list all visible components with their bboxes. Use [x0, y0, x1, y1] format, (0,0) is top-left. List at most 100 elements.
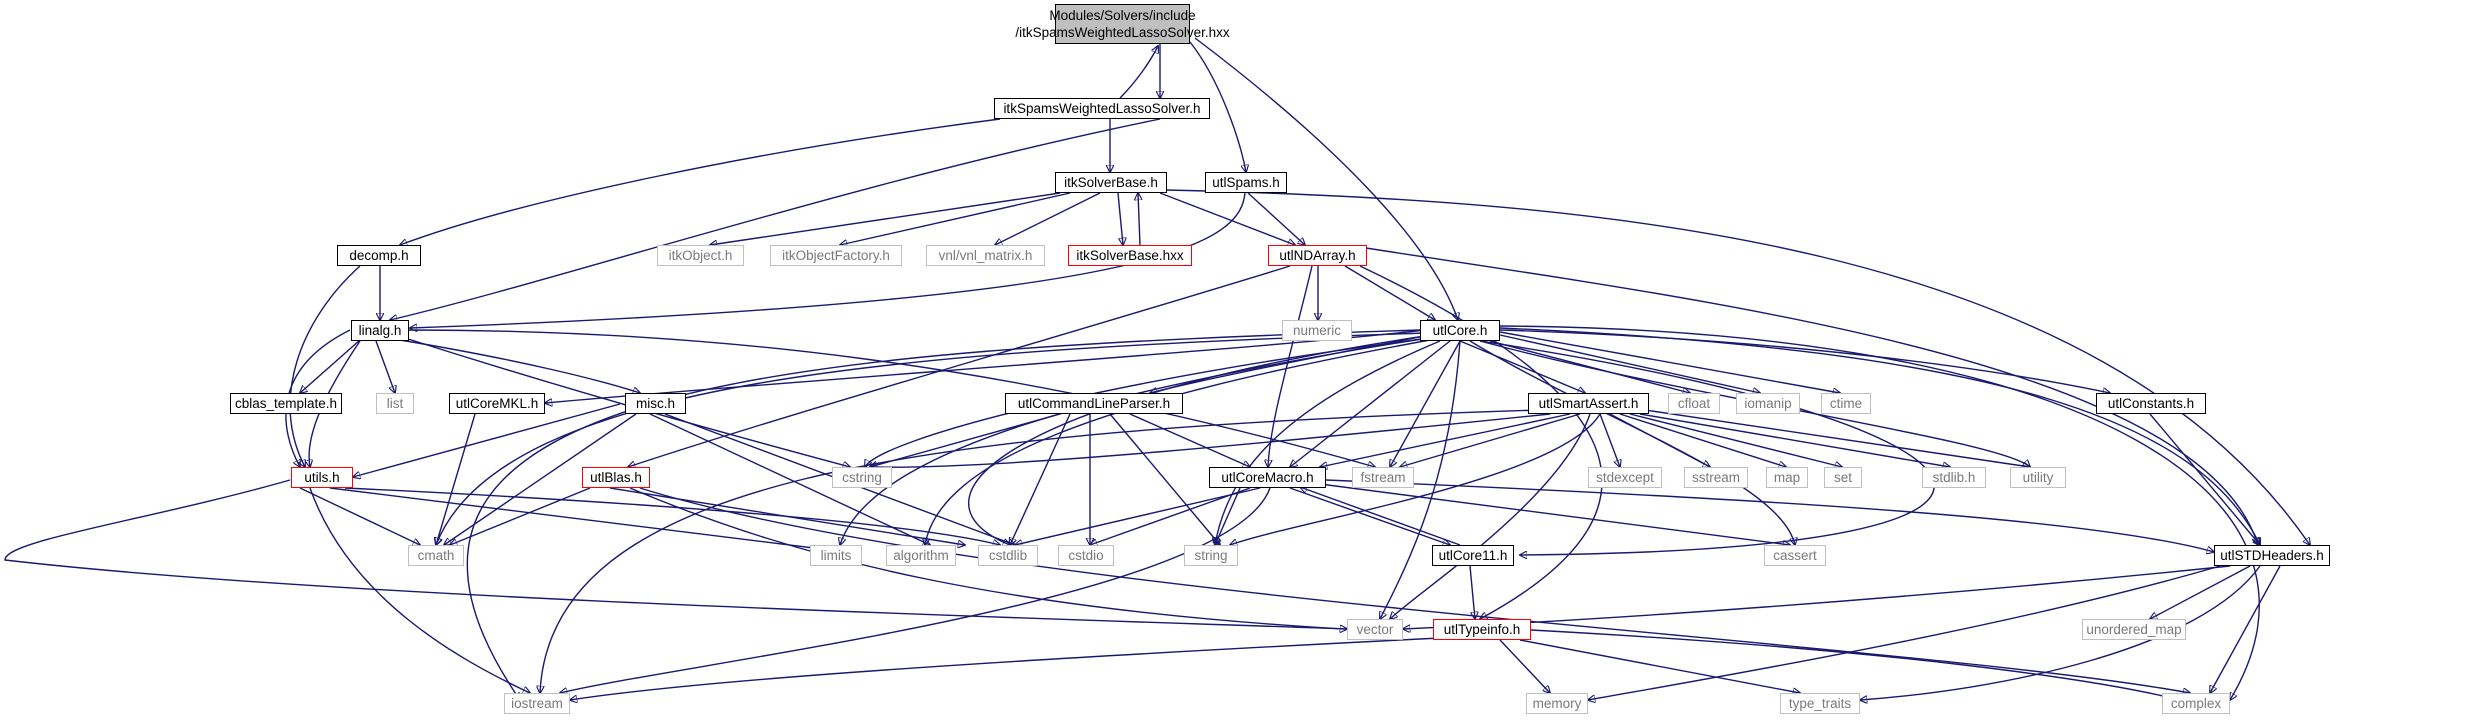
node-complex[interactable]: complex: [2162, 693, 2230, 714]
include-edge: [1489, 340, 1690, 393]
include-edge: [1860, 565, 2261, 700]
node-misc-h[interactable]: misc.h: [625, 393, 686, 414]
node-utlSmartAssert-h[interactable]: utlSmartAssert.h: [1528, 393, 1649, 414]
include-edge: [1215, 340, 1441, 545]
node-list[interactable]: list: [376, 393, 414, 414]
include-edge: [1215, 487, 1241, 545]
include-edge: [1588, 565, 2221, 700]
node-cstring[interactable]: cstring: [832, 467, 892, 488]
node-itkSolverBase-h[interactable]: itkSolverBase.h: [1055, 172, 1167, 193]
include-edge: [840, 337, 1429, 545]
node-memory[interactable]: memory: [1526, 693, 1588, 714]
include-edge: [300, 339, 361, 393]
node-ctime[interactable]: ctime: [1821, 393, 1871, 414]
include-edge: [329, 487, 830, 550]
node-set[interactable]: set: [1824, 467, 1862, 488]
node-utility[interactable]: utility: [2010, 467, 2066, 488]
include-edge: [1530, 629, 2180, 700]
include-edge: [1164, 189, 2310, 545]
include-edge: [1230, 413, 1601, 545]
node-utlCoreMKL-h[interactable]: utlCoreMKL.h: [449, 393, 545, 414]
include-edge: [560, 487, 1271, 693]
include-edge: [639, 487, 2190, 693]
include-edge: [1359, 265, 1603, 619]
node-linalg-h[interactable]: linalg.h: [351, 320, 409, 341]
node-utlCore-h[interactable]: utlCore.h: [1420, 320, 1500, 341]
include-edge: [2210, 565, 2281, 693]
node-cmath[interactable]: cmath: [408, 545, 464, 566]
node-cstdio[interactable]: cstdio: [1058, 545, 1114, 566]
node-algorithm[interactable]: algorithm: [886, 545, 956, 566]
node-utils-h[interactable]: utils.h: [291, 467, 353, 488]
node-cassert[interactable]: cassert: [1764, 545, 1826, 566]
include-edge: [1117, 192, 1123, 245]
include-edge: [1129, 413, 1250, 467]
root-node-itkSpamsWeightedLassoSolver-hxx[interactable]: Modules/Solvers/include /itkSpamsWeighte…: [1015, 4, 1230, 44]
include-edge: [400, 118, 1001, 245]
node-decomp-h[interactable]: decomp.h: [337, 245, 421, 266]
node-unordered-map[interactable]: unordered_map: [2082, 619, 2186, 640]
node-cstdlib[interactable]: cstdlib: [978, 545, 1038, 566]
include-edge: [1499, 331, 1840, 393]
include-edge: [710, 192, 1061, 245]
node-itkObjectFactory-h[interactable]: itkObjectFactory.h: [770, 245, 902, 266]
node-cfloat[interactable]: cfloat: [1668, 393, 1720, 414]
include-edge: [410, 192, 1246, 328]
include-edge: [995, 192, 1101, 245]
include-edge: [925, 339, 1431, 545]
include-edge: [309, 340, 361, 467]
include-edge: [1015, 487, 1261, 545]
node-itkSpamsWeightedLassoSolver-h[interactable]: itkSpamsWeightedLassoSolver.h: [994, 98, 1210, 119]
node-utlSpams-h[interactable]: utlSpams.h: [1205, 172, 1287, 193]
node-stdexcept[interactable]: stdexcept: [1588, 467, 1662, 488]
include-edge: [1247, 192, 1305, 245]
node-iomanip[interactable]: iomanip: [1736, 393, 1800, 414]
node-utlCommandLineParser-h[interactable]: utlCommandLineParser.h: [1005, 393, 1183, 414]
node-utlCore11-h[interactable]: utlCore11.h: [1432, 545, 1514, 566]
node-map[interactable]: map: [1766, 467, 1808, 488]
node-itkObject-h[interactable]: itkObject.h: [657, 245, 744, 266]
node-utlBlas-h[interactable]: utlBlas.h: [582, 467, 650, 488]
include-edge: [1365, 247, 2258, 545]
node-utlSTDHeaders-h[interactable]: utlSTDHeaders.h: [2214, 545, 2330, 566]
include-edge: [1010, 413, 1071, 545]
include-edge: [344, 487, 1000, 545]
include-edge: [1380, 340, 1461, 619]
include-edge: [628, 265, 1291, 467]
node-cblas-template-h[interactable]: cblas_template.h: [230, 393, 342, 414]
node-utlCoreMacro-h[interactable]: utlCoreMacro.h: [1209, 467, 1326, 488]
node-stdlib-h[interactable]: stdlib.h: [1922, 467, 1986, 488]
include-edge: [309, 487, 530, 693]
include-edge: [1344, 265, 1435, 320]
include-edge: [408, 329, 1375, 467]
include-edge: [450, 487, 591, 545]
include-edge: [540, 409, 1541, 693]
node-numeric[interactable]: numeric: [1282, 320, 1352, 341]
include-edge: [1290, 340, 1451, 467]
node-utlTypeinfo-h[interactable]: utlTypeinfo.h: [1433, 619, 1531, 640]
include-edge: [870, 413, 1061, 467]
node-iostream[interactable]: iostream: [504, 693, 570, 714]
include-edge: [1609, 413, 1710, 467]
include-edge: [436, 332, 1426, 545]
node-fstream[interactable]: fstream: [1352, 467, 1414, 488]
include-edge: [390, 118, 1161, 320]
include-edge: [1469, 565, 1475, 619]
node-string[interactable]: string: [1184, 545, 1238, 566]
include-edge: [1390, 413, 1591, 619]
root-node-line2: /itkSpamsWeightedLassoSolver.hxx: [1015, 25, 1230, 40]
include-edge: [1390, 340, 1461, 467]
node-utlConstants-h[interactable]: utlConstants.h: [2096, 393, 2206, 414]
include-edge: [1109, 413, 1220, 545]
node-limits[interactable]: limits: [810, 545, 862, 566]
node-utlNDArray-h[interactable]: utlNDArray.h: [1268, 245, 1367, 266]
include-edge: [1499, 334, 1760, 393]
node-itkSolverBase-hxx[interactable]: itkSolverBase.hxx: [1068, 245, 1192, 266]
include-edge: [1300, 487, 1461, 546]
include-edge: [570, 637, 1441, 700]
node-vector[interactable]: vector: [1347, 619, 1403, 640]
node-vnl-matrix-h[interactable]: vnl/vnl_matrix.h: [926, 245, 1045, 266]
node-type-traits[interactable]: type_traits: [1780, 693, 1860, 714]
node-sstream[interactable]: sstream: [1684, 467, 1748, 488]
include-edge: [1599, 413, 1620, 467]
